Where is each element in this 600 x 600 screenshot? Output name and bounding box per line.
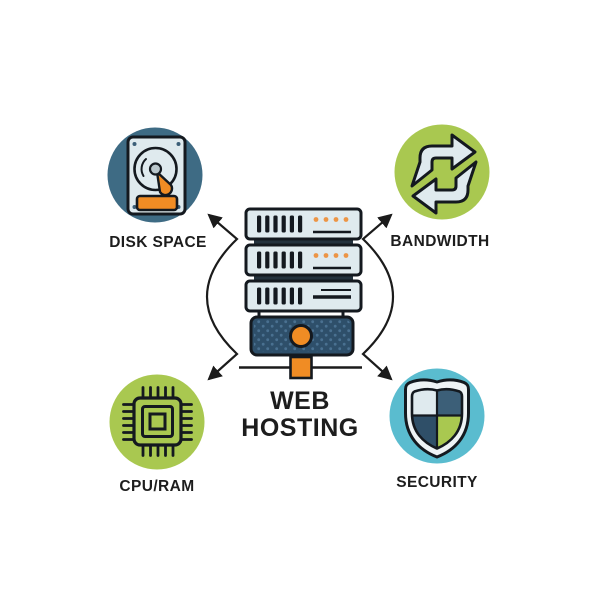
server-base [249, 315, 355, 357]
cpu-ram-label: CPU/RAM [119, 478, 195, 495]
connector-right [361, 213, 394, 381]
diagram-title: WEB HOSTING [241, 388, 358, 442]
security-label: SECURITY [396, 474, 478, 491]
server-power-light [289, 324, 313, 348]
cpu-ram-circle [109, 374, 205, 470]
shield-icon [404, 378, 470, 459]
bandwidth-node [394, 124, 490, 220]
cpu-ram-node [109, 374, 205, 470]
server-unit-1 [244, 207, 363, 241]
disk-space-node [107, 127, 203, 223]
security-node [389, 368, 485, 464]
title-line-2: HOSTING [241, 414, 359, 442]
connector-left [206, 213, 239, 381]
title-line-1: WEB [270, 387, 330, 415]
bandwidth-circle [394, 124, 490, 220]
network-node-square [289, 355, 313, 380]
cpu-chip-icon [122, 386, 193, 457]
disk-space-label: DISK SPACE [109, 234, 207, 251]
server-stack-icon [244, 207, 363, 380]
sync-arrows-icon [410, 133, 478, 215]
server-unit-2 [244, 243, 363, 277]
hard-drive-icon [126, 135, 187, 216]
bandwidth-label: BANDWIDTH [390, 233, 490, 250]
server-unit-3 [244, 279, 363, 313]
